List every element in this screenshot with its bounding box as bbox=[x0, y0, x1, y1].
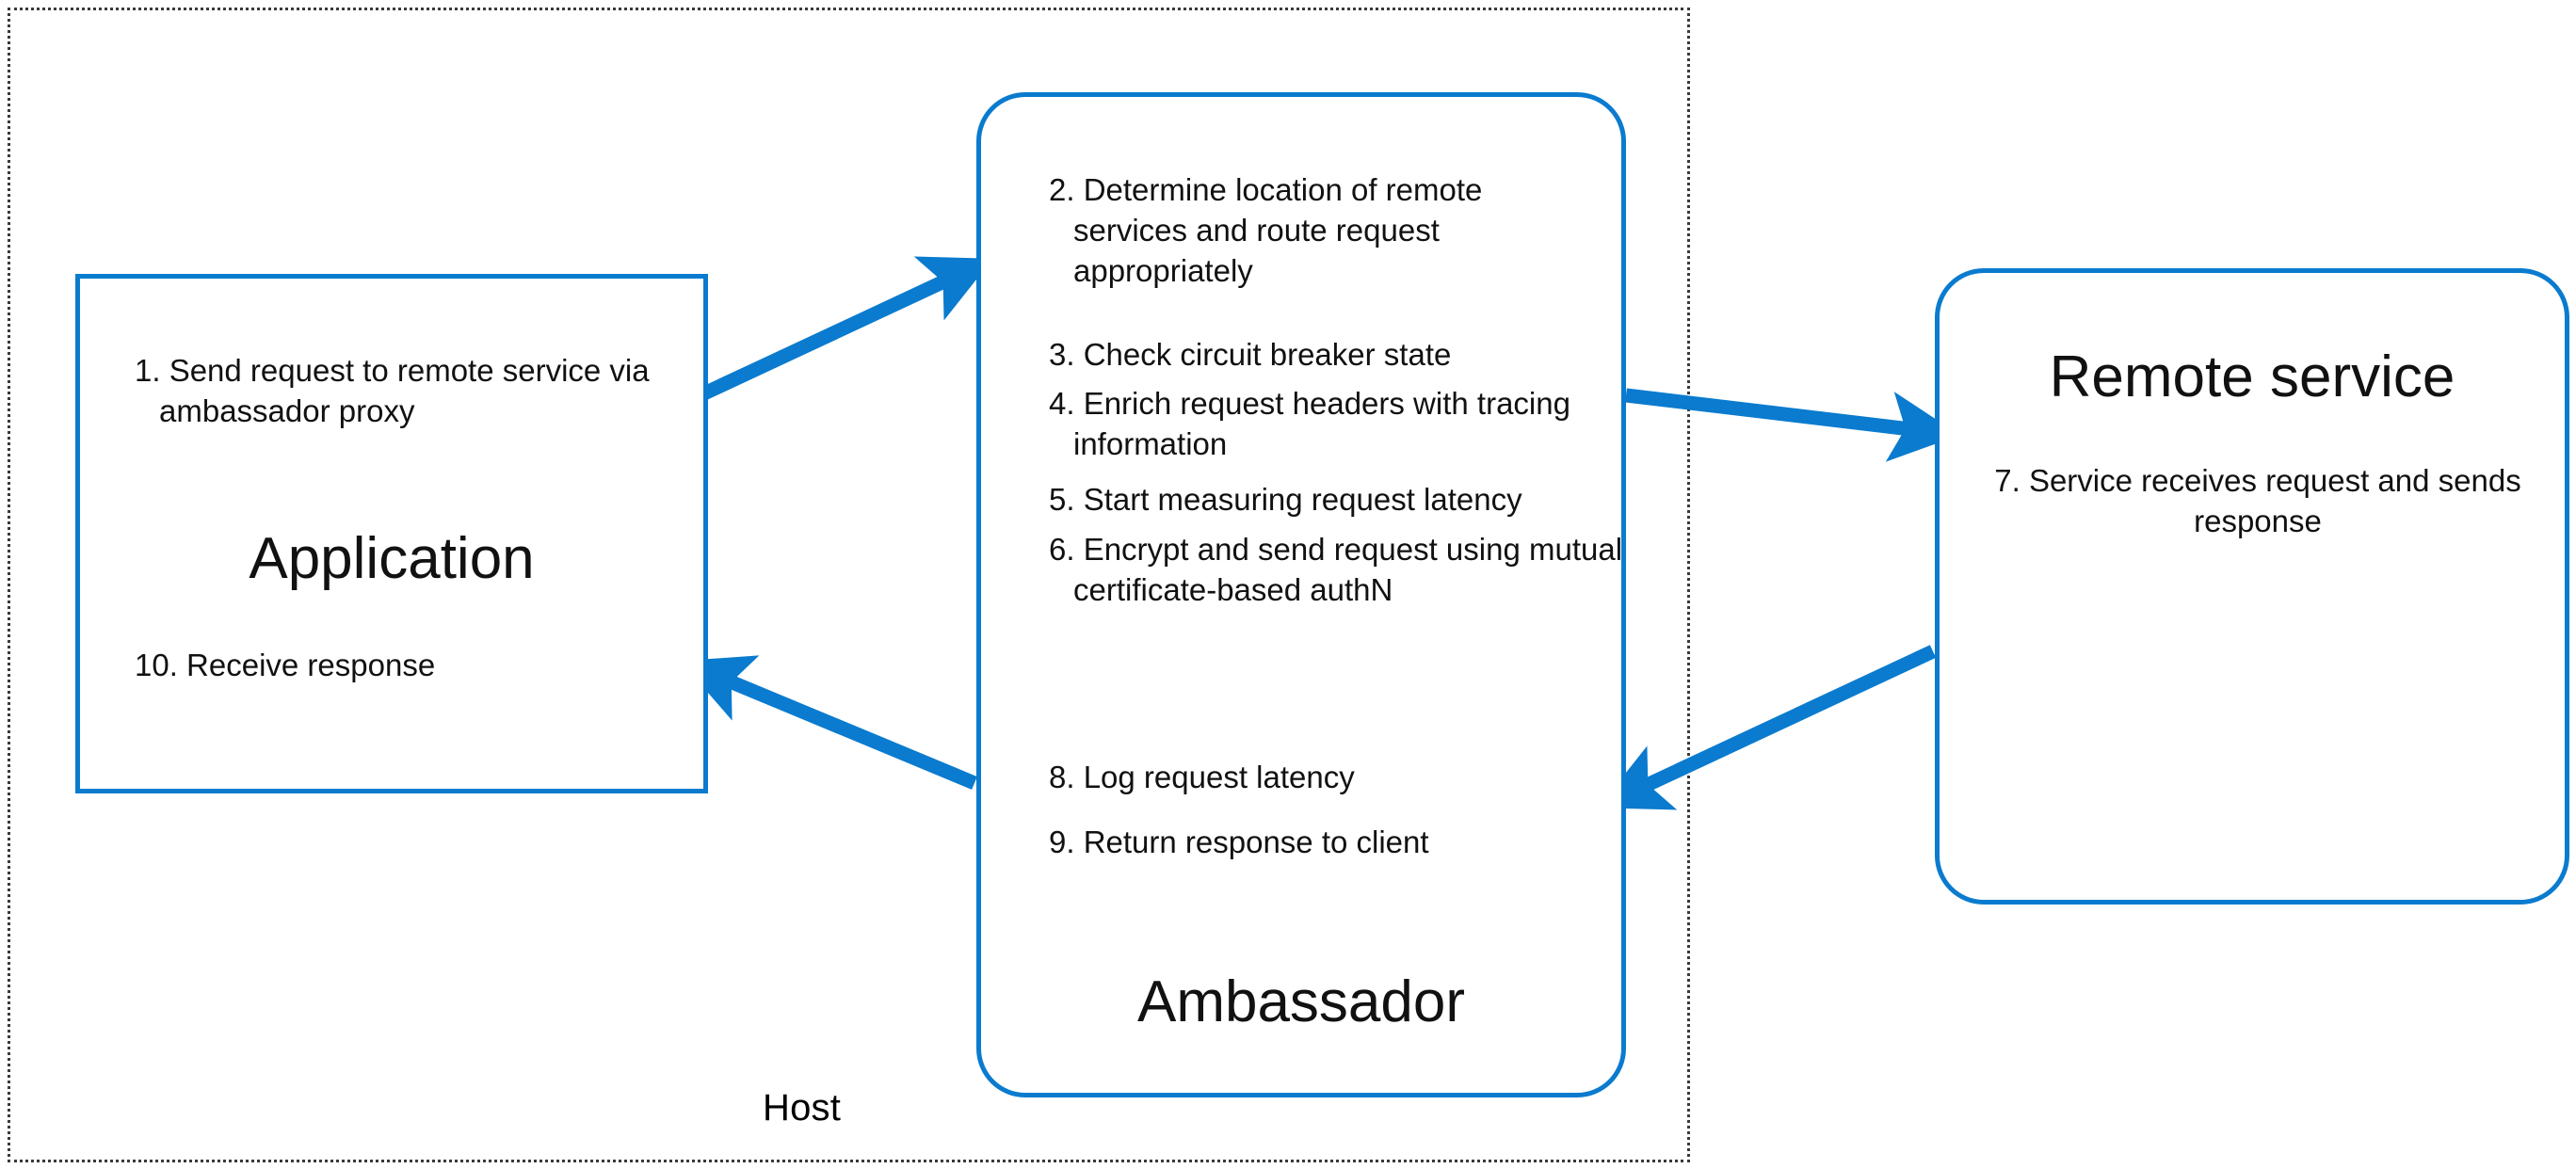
ambassador-step-9: 9. Return response to client bbox=[1049, 825, 1429, 859]
ambassador-step-5: 5. Start measuring request latency bbox=[1049, 482, 1522, 517]
ambassador-title: Ambassador bbox=[1136, 969, 1466, 1034]
host-label: Host bbox=[763, 1087, 842, 1129]
ambassador-step-8: 8. Log request latency bbox=[1049, 760, 1355, 794]
remote-service-step-7: 7. Service receives request and sends re… bbox=[1994, 463, 2521, 538]
remote-service-title: Remote service bbox=[2049, 344, 2455, 409]
ambassador-step-2: 2. Determine location of remote services… bbox=[1049, 172, 1483, 288]
application-node[interactable]: 1. Send request to remote service via am… bbox=[75, 274, 708, 793]
application-step-10: 10. Receive response bbox=[135, 648, 436, 682]
application-title: Application bbox=[249, 526, 535, 591]
remote-service-node[interactable]: Remote service 7. Service receives reque… bbox=[1935, 268, 2569, 905]
ambassador-step-3: 3. Check circuit breaker state bbox=[1049, 337, 1452, 372]
ambassador-node[interactable]: 2. Determine location of remote services… bbox=[976, 92, 1626, 1097]
ambassador-step-4: 4. Enrich request headers with tracing i… bbox=[1049, 386, 1570, 461]
host-boundary bbox=[8, 8, 1690, 1162]
ambassador-step-6: 6. Encrypt and send request using mutual… bbox=[1049, 532, 1623, 607]
application-step-1: 1. Send request to remote service via am… bbox=[135, 353, 650, 428]
